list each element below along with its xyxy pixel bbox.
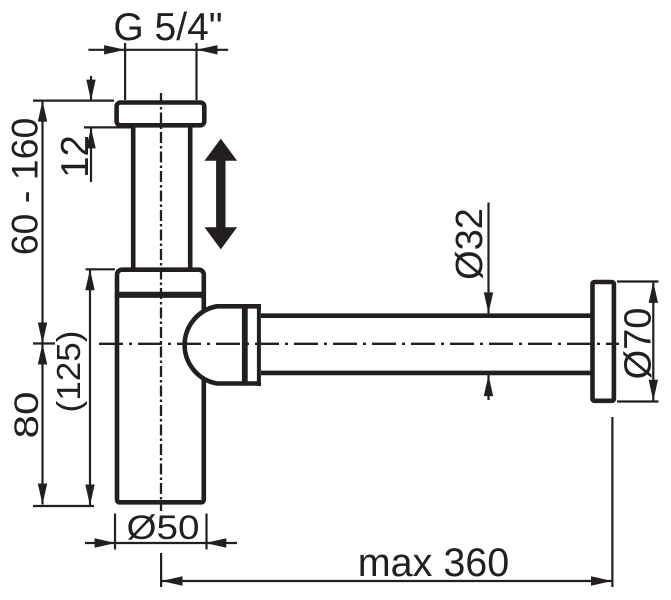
svg-text:(125): (125) xyxy=(50,331,87,413)
svg-text:Ø50: Ø50 xyxy=(127,509,200,547)
svg-text:G 5/4": G 5/4" xyxy=(113,6,222,49)
svg-text:12: 12 xyxy=(54,135,97,178)
svg-text:Ø70: Ø70 xyxy=(618,308,660,380)
svg-text:max 360: max 360 xyxy=(358,541,510,585)
svg-text:60 - 160: 60 - 160 xyxy=(4,118,46,256)
svg-text:Ø32: Ø32 xyxy=(449,208,491,280)
svg-text:80: 80 xyxy=(8,392,46,439)
